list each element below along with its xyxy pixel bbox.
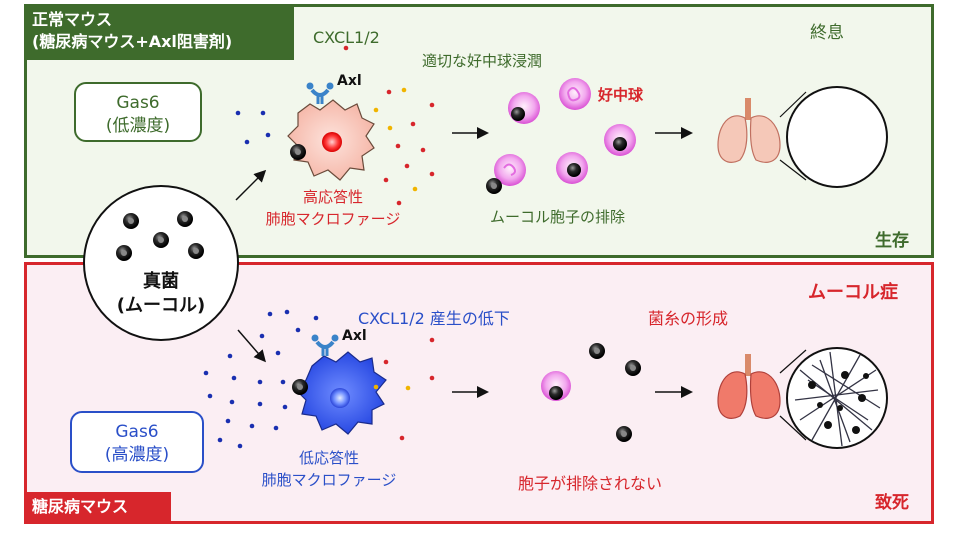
axl-receptor-icon	[306, 82, 334, 104]
spore-icon	[589, 343, 605, 359]
spore-clearance-label: ムーコル胞子の排除	[490, 208, 626, 226]
mucormycosis-label: ムーコル症	[808, 282, 898, 303]
spore-icon	[153, 232, 169, 248]
macrophage-type: 肺胞マクロファージ	[261, 471, 397, 489]
neutrophil-icon	[541, 371, 571, 401]
fungus-species: (ムーコル)	[116, 295, 206, 316]
gas6-high-dots	[203, 309, 319, 449]
healthy-lung-icon	[717, 98, 781, 163]
fungus-spores	[116, 211, 204, 261]
spore-icon	[290, 144, 306, 160]
hyporesponsive-macrophage-icon	[295, 351, 387, 435]
gas6-low-box: Gas6 (低濃度)	[74, 82, 202, 142]
hyphae-zoom-circle	[786, 347, 888, 449]
neutrophil-infiltration-label: 適切な好中球浸潤	[422, 52, 543, 70]
cxcl-chemokine-dots	[343, 45, 435, 206]
gas6-high-level: (高濃度)	[104, 445, 170, 465]
neutrophil-cluster	[486, 78, 636, 194]
fungus-name: 真菌	[143, 271, 179, 292]
axl-label-bottom: Axl	[342, 328, 367, 344]
spore-icon	[188, 243, 204, 259]
resolution-label: 終息	[810, 23, 844, 43]
fungus-label: 真菌 (ムーコル)	[83, 270, 239, 318]
neutrophil-icon	[494, 154, 526, 186]
macrophage-response-level: 低応答性	[298, 449, 359, 467]
healthy-lung-zoom-circle	[786, 86, 888, 188]
survival-label: 生存	[875, 231, 909, 251]
zoom-line	[779, 159, 807, 181]
lethal-label: 致死	[875, 493, 909, 513]
diabetic-mouse-tag: 糖尿病マウス	[24, 492, 171, 522]
axl-receptor-icon	[311, 334, 339, 356]
cxcl-reduced-label: CXCL1/2 産生の低下	[358, 309, 510, 328]
uncleared-spores	[541, 343, 641, 442]
cxcl-reduced-dots	[373, 337, 435, 441]
neutrophil-icon	[508, 92, 540, 124]
gas6-high-box: Gas6 (高濃度)	[70, 411, 204, 473]
neutrophil-icon	[604, 124, 636, 156]
zoom-line	[779, 91, 807, 118]
spore-icon	[177, 211, 193, 227]
zoom-line	[779, 415, 807, 441]
axl-label-top: Axl	[337, 73, 362, 89]
spores-not-cleared-label: 胞子が排除されない	[518, 474, 663, 493]
neutrophil-label: 好中球	[598, 86, 644, 104]
diseased-lung-icon	[717, 354, 781, 419]
macrophage-response-level: 高応答性	[302, 188, 363, 206]
spore-icon	[625, 360, 641, 376]
gas6-low-dots	[235, 110, 271, 145]
arrow-to-top-macrophage	[235, 169, 267, 201]
gas6-low-title: Gas6	[116, 93, 160, 113]
neutrophil-icon	[559, 78, 591, 110]
spore-icon	[292, 379, 308, 395]
spore-icon	[486, 178, 502, 194]
spore-icon	[616, 426, 632, 442]
normal-mouse-subtitle: (糖尿病マウス+Axl阻害剤)	[32, 32, 233, 51]
responsive-macrophage-icon	[287, 99, 375, 181]
normal-mouse-title: 正常マウス	[32, 10, 113, 29]
normal-mouse-tag: 正常マウス (糖尿病マウス+Axl阻害剤)	[24, 4, 294, 60]
cxcl-label: CXCL1/2	[313, 28, 380, 47]
macrophage-type: 肺胞マクロファージ	[265, 210, 401, 228]
gas6-high-title: Gas6	[115, 422, 159, 442]
hyporesponsive-macrophage-label: 低応答性 肺胞マクロファージ	[244, 447, 414, 491]
hyphae-formation-label: 菌糸の形成	[648, 309, 729, 328]
arrow-to-bottom-macrophage	[237, 329, 266, 363]
gas6-low-level: (低濃度)	[105, 116, 171, 136]
spore-icon	[116, 245, 132, 261]
neutrophil-icon	[556, 152, 588, 184]
responsive-macrophage-label: 高応答性 肺胞マクロファージ	[248, 186, 418, 230]
spore-icon	[123, 213, 139, 229]
fungus-circle	[83, 185, 239, 341]
zoom-line	[779, 349, 807, 374]
